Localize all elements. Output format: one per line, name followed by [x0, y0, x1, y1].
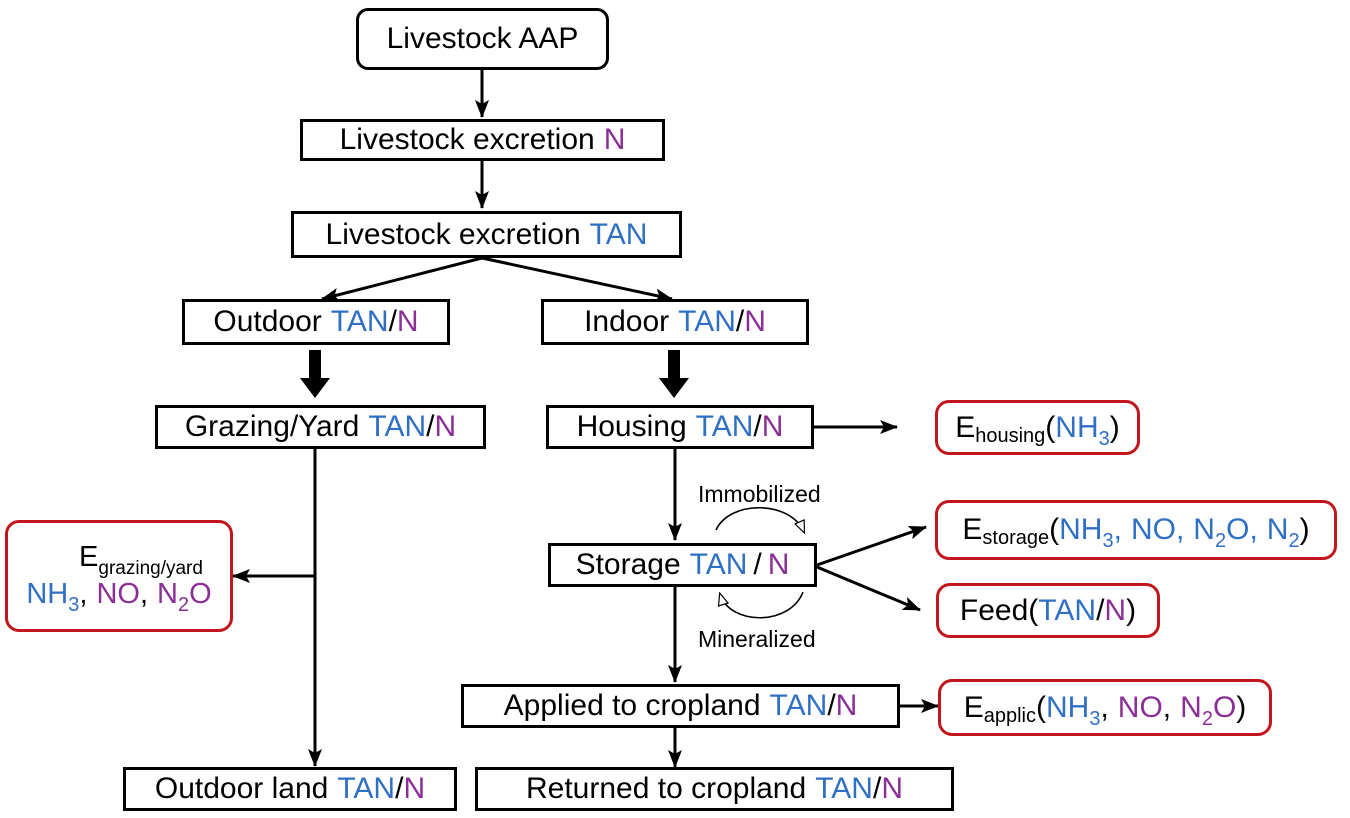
arrow-to-indoor	[481, 256, 673, 303]
label-immobilized: Immobilized	[698, 481, 821, 507]
arrow-storage-to-feed	[816, 565, 921, 612]
emission-feed: Feed(TAN/N)	[936, 583, 1160, 638]
mineralized-curve	[720, 592, 804, 619]
emission-grazing-gases: NH3,NO,N2O	[26, 578, 212, 616]
emission-grazing-yard: Egrazing/yard NH3,NO,N2O	[5, 520, 233, 632]
arrow-storage-to-emission	[816, 525, 927, 567]
block-arrow-indoor	[659, 350, 689, 398]
label-mineralized: Mineralized	[698, 626, 816, 652]
emission-grazing-title: Egrazing/yard	[79, 541, 203, 579]
node-livestock-aap-label: Livestock AAP	[386, 22, 579, 55]
arrow-to-outdoor	[321, 256, 483, 302]
immobilized-curve	[715, 506, 804, 532]
node-livestock-aap: Livestock AAP	[356, 8, 609, 70]
block-arrow-outdoor	[300, 350, 330, 398]
